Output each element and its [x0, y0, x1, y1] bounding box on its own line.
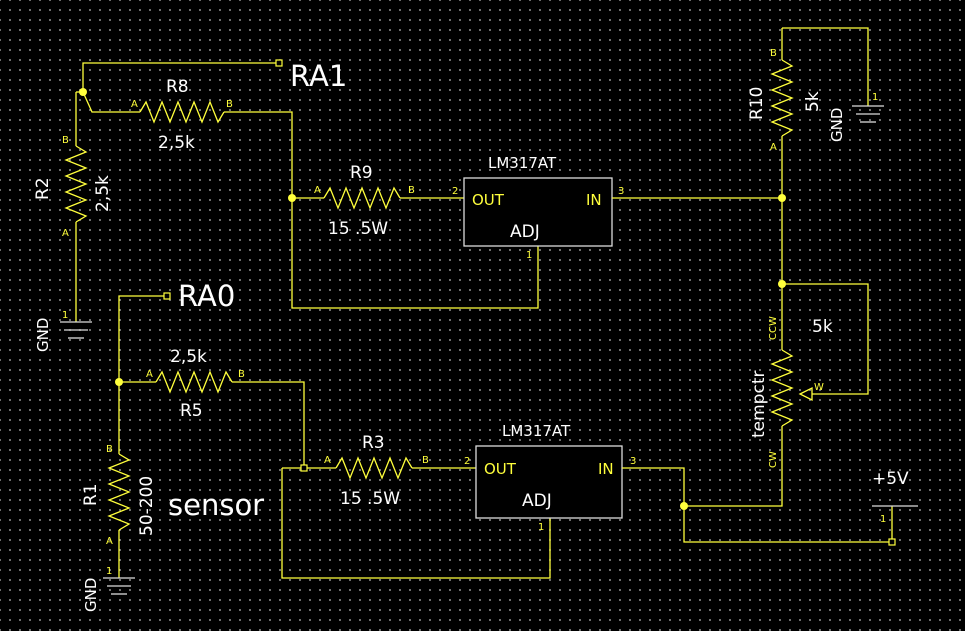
r5-pin-b: B — [238, 369, 245, 380]
net-ra1: RA1 — [82, 59, 347, 93]
r3-pin-b: B — [422, 455, 429, 466]
gnd2-label: GND — [82, 578, 100, 612]
reg-top-in: IN — [586, 191, 602, 209]
regulator-top[interactable]: LM317AT OUT IN ADJ 2 3 1 — [452, 154, 624, 261]
r8-value: 2,5k — [158, 133, 195, 153]
resistor-r1[interactable]: B A R1 50-200 — [81, 382, 157, 566]
r10-pin-a: A — [770, 142, 777, 153]
pot-cw: CW — [768, 451, 779, 468]
r2-value: 2,5k — [93, 175, 113, 212]
net-label-sensor: sensor — [168, 488, 264, 522]
gnd2-pin: 1 — [106, 566, 112, 577]
ground-g3: 1 GND — [828, 92, 884, 142]
r9-pin-b: B — [408, 185, 415, 196]
reg-bot-pin-out: 2 — [464, 456, 470, 467]
r2-pin-b: B — [62, 135, 69, 146]
reg-top-adj: ADJ — [510, 222, 540, 242]
wire-adj-top — [291, 198, 539, 309]
resistor-r9[interactable]: A B R9 15 .5W — [292, 163, 464, 239]
reg-top-part: LM317AT — [488, 154, 557, 172]
gnd3-label: GND — [828, 108, 846, 142]
pot-ccw: CCW — [768, 316, 779, 340]
reg-top-pin-out: 2 — [452, 186, 458, 197]
net-label-ra0: RA0 — [178, 279, 235, 313]
r10-pin-b: B — [770, 48, 777, 59]
r2-ref: R2 — [33, 177, 53, 200]
reg-top-pin-adj: 1 — [526, 250, 532, 261]
net-sensor: sensor — [168, 464, 308, 522]
pot-ref: tempctr — [749, 371, 769, 438]
r9-pin-a: A — [314, 185, 321, 196]
gnd1-pin: 1 — [62, 310, 68, 321]
potentiometer-tempctr[interactable]: CCW CW W tempctr 5k — [684, 283, 869, 507]
supply-5v: 1 +5V — [872, 469, 918, 546]
r1-value: 50-200 — [137, 476, 157, 536]
r10-value: 5k — [803, 91, 823, 112]
resistor-r10[interactable]: B A R10 5k — [747, 27, 869, 198]
gnd1-label: GND — [34, 318, 52, 352]
r1-pin-b: B — [106, 444, 113, 455]
pot-value: 5k — [812, 317, 833, 337]
r9-ref: R9 — [350, 163, 373, 183]
r3-pin-a: A — [324, 455, 331, 466]
r5-pin-a: A — [146, 369, 153, 380]
junction — [680, 502, 688, 510]
ground-g2: 1 GND — [82, 566, 135, 612]
wire-in-bottom — [622, 467, 892, 543]
r10-ref: R10 — [747, 87, 767, 120]
wire-adj-bottom — [281, 468, 551, 579]
r8-ref: R8 — [166, 77, 189, 97]
resistor-r8[interactable]: A B R8 2,5k — [82, 77, 293, 198]
r9-value: 15 .5W — [328, 219, 388, 239]
reg-top-out: OUT — [472, 191, 505, 209]
r3-ref: R3 — [362, 433, 385, 453]
supply-pin: 1 — [880, 514, 886, 525]
supply-label: +5V — [872, 469, 909, 489]
r8-pin-b: B — [226, 99, 233, 110]
reg-top-pin-in: 3 — [618, 186, 624, 197]
pot-wiper: W — [814, 382, 824, 393]
resistor-r2[interactable]: B A R2 2,5k — [33, 92, 113, 312]
reg-bot-adj: ADJ — [522, 491, 552, 511]
r1-ref: R1 — [81, 483, 101, 506]
r1-pin-a: A — [106, 536, 113, 547]
reg-bot-pin-adj: 1 — [538, 522, 544, 533]
reg-bot-pin-in: 3 — [630, 456, 636, 467]
r5-ref: R5 — [180, 401, 203, 421]
gnd3-pin: 1 — [872, 92, 878, 103]
resistor-r5[interactable]: A B 2,5k R5 — [119, 347, 305, 468]
reg-bot-part: LM317AT — [502, 422, 571, 440]
r8-pin-a: A — [131, 99, 138, 110]
r2-pin-a: A — [62, 228, 69, 239]
r3-value: 15 .5W — [340, 489, 400, 509]
resistor-r3[interactable]: A B R3 15 .5W — [307, 433, 476, 509]
reg-bot-in: IN — [598, 460, 614, 478]
junction — [79, 88, 87, 96]
net-label-ra1: RA1 — [290, 59, 347, 93]
r5-value: 2,5k — [170, 347, 207, 367]
ground-g1: 1 GND — [34, 310, 92, 352]
regulator-bottom[interactable]: LM317AT OUT IN ADJ 2 3 1 — [464, 422, 636, 533]
net-ra0: RA0 — [118, 279, 235, 382]
reg-bot-out: OUT — [484, 460, 517, 478]
